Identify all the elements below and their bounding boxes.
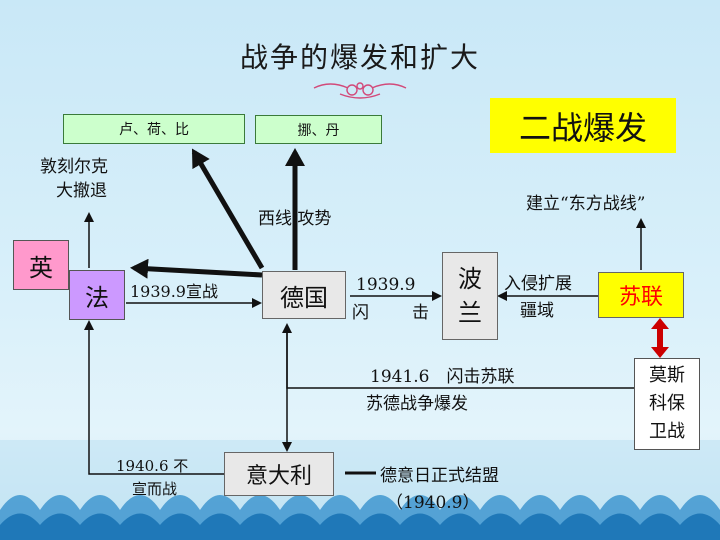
- label-invade-2: 疆域: [520, 301, 554, 321]
- label-italy-war-1: 1940.6 不: [116, 457, 189, 475]
- box-nuo-dan: 挪、丹: [255, 115, 382, 144]
- box-germany-label: 德国: [280, 283, 328, 312]
- box-moscow-label-2: 科保: [649, 393, 685, 414]
- badge-war-outbreak-label: 二战爆发: [518, 108, 647, 147]
- box-france: 法: [69, 270, 125, 320]
- box-moscow-defense: 莫斯 科保 卫战: [634, 358, 700, 450]
- label-alliance-1: 德意日正式结盟: [380, 466, 499, 486]
- box-germany: 德国: [262, 271, 346, 319]
- box-nuo-dan-label: 挪、丹: [297, 122, 340, 139]
- label-ussr-attack-1: 1941.6 闪击苏联: [370, 367, 515, 387]
- label-west-attack: 西线 攻势: [258, 209, 332, 229]
- label-blitz-1: 闪: [352, 303, 369, 323]
- label-declare-war: 1939.9宣战: [130, 282, 218, 301]
- box-poland: 波 兰: [442, 252, 498, 340]
- label-dunkirk-2: 大撤退: [56, 181, 107, 201]
- red-double-arrow-icon: [651, 318, 669, 358]
- label-dunkirk-1: 敦刻尔克: [40, 157, 108, 177]
- box-france-label: 法: [85, 283, 109, 312]
- label-blitz-2: 击: [412, 303, 429, 323]
- box-italy-label: 意大利: [245, 464, 312, 489]
- box-lu-he-bi: 卢、荷、比: [63, 114, 245, 144]
- box-poland-label-1: 波: [458, 265, 482, 293]
- ornament-icon: [313, 82, 407, 99]
- label-alliance-2: （1940.9）: [386, 493, 480, 513]
- box-britain-label: 英: [29, 253, 53, 282]
- decorative-waves: [0, 440, 720, 540]
- page-title: 战争的爆发和扩大: [239, 41, 480, 74]
- box-ussr: 苏联: [598, 272, 684, 318]
- box-moscow-label-1: 莫斯: [649, 365, 685, 386]
- box-ussr-label: 苏联: [618, 285, 663, 310]
- label-ussr-attack-2: 苏德战争爆发: [366, 394, 468, 414]
- box-italy: 意大利: [224, 452, 334, 496]
- box-poland-label-2: 兰: [458, 299, 482, 327]
- label-italy-war-2: 宣而战: [132, 480, 178, 498]
- box-moscow-label-3: 卫战: [649, 421, 685, 442]
- label-invade-1: 入侵扩展: [504, 274, 572, 294]
- label-blitz-date: 1939.9: [356, 275, 416, 295]
- box-lu-he-bi-label: 卢、荷、比: [119, 122, 189, 138]
- label-east-front: 建立“东方战线”: [526, 194, 646, 214]
- badge-war-outbreak: 二战爆发: [490, 98, 676, 153]
- box-britain: 英: [13, 240, 69, 290]
